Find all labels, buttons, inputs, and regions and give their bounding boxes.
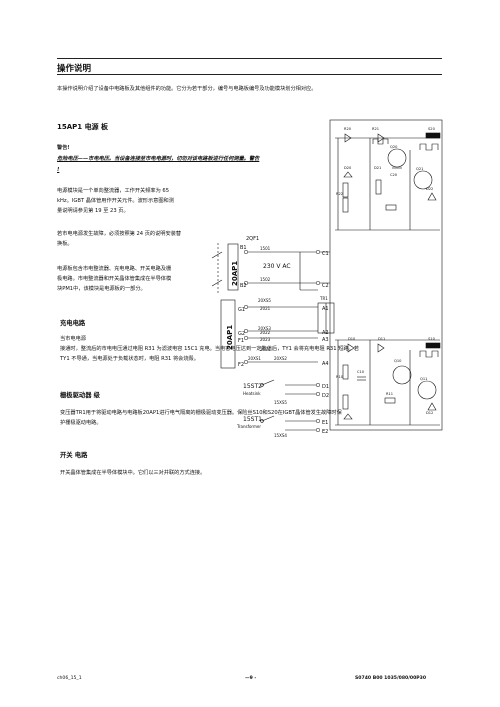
svg-text:S20: S20	[428, 127, 436, 131]
diode-d21	[377, 133, 385, 143]
intro-text: 本操作说明介绍了设备中电路板及其他组件的功能。它分为若干部分，编号与电路板编号及…	[57, 86, 317, 92]
power-para-3: 电源板包含市电整流器、充电电路、开关电路及栅 极电路。市电整流器和开关晶体管集成…	[57, 266, 172, 292]
fuse-s10	[425, 342, 441, 349]
board-20ap1-bottom: 20AP1	[226, 325, 234, 350]
charge-para: 当市电电源 接通时，整流后的市电电压通过电阻 R31 为滤波电容 15C1 充电…	[60, 336, 359, 362]
svg-text:Q10: Q10	[394, 359, 402, 363]
transistor-q20	[387, 148, 407, 168]
pin-d1: D1	[322, 384, 329, 390]
transistor-q21	[413, 170, 433, 190]
wire-1501: 1501	[260, 246, 271, 251]
pin-f1: F1	[238, 338, 244, 344]
power-para-1: 电源模块是一个单向整流器，工作开关频率为 65 kHz。IGBT 晶体管用作开关…	[57, 188, 174, 214]
svg-text:S10: S10	[428, 337, 436, 341]
warning-text-end: !	[57, 167, 60, 173]
breaker-label: 2QF1	[246, 236, 259, 242]
page-number: —9 -	[245, 676, 257, 681]
xs-15xs5: 15XS5	[274, 400, 287, 405]
heatsink-label: Heatsink	[243, 391, 261, 396]
gate-driver-para: 变压器TR1用于将驱动电路与电路板20AP1进行电气隔离的栅极驱动变压器。保险丝…	[60, 410, 342, 426]
svg-text:Q20: Q20	[390, 145, 398, 149]
svg-text:D21: D21	[374, 166, 381, 170]
svg-text:D11: D11	[378, 337, 385, 341]
svg-text:R22: R22	[336, 192, 343, 196]
svg-text:C10: C10	[357, 370, 365, 374]
pin-d2: D2	[322, 393, 329, 399]
wire-2022: 2022	[260, 330, 271, 335]
xs-15xs4: 15XS4	[274, 433, 287, 438]
pin-b1: B1	[240, 245, 247, 251]
wire-2023: 2023	[260, 337, 271, 342]
fuse-s20	[425, 132, 441, 139]
diode-d20	[344, 133, 352, 143]
power-board-outline	[329, 119, 443, 431]
svg-text:D22: D22	[426, 187, 433, 191]
xs-20xs5: 20XS5	[258, 298, 271, 303]
pin-e1: E1	[322, 420, 328, 426]
pin-e2: E2	[322, 429, 328, 435]
diode-d11	[377, 343, 385, 353]
wire-2021: 2021	[260, 306, 271, 311]
board-20ap1-top: 20AP1	[231, 261, 239, 286]
switch-circuit-title: 开关 电路	[60, 452, 88, 459]
title-rule	[57, 74, 442, 75]
page-title: 操作说明	[57, 64, 92, 74]
svg-text:R21: R21	[372, 127, 379, 131]
transistor-q10	[392, 365, 412, 385]
pin-c2: C2	[322, 283, 329, 289]
top-rule	[57, 58, 442, 59]
svg-text:D12: D12	[426, 411, 433, 415]
svg-text:Q21: Q21	[416, 167, 423, 171]
svg-text:C20: C20	[390, 173, 398, 177]
wire-1502: 1502	[260, 277, 271, 282]
resistor-r22	[342, 182, 349, 198]
pin-b2: B2	[240, 283, 247, 289]
warning-text: 危险电压——市电电压。当设备连接至市电电源时，切勿对该电路板进行任何测量。警告	[57, 156, 260, 162]
schematic-diagram: 2QF1 B1 B2 C1 C2 1501 1502 230 V AC 20XS…	[211, 119, 443, 438]
xs-20xs2: 20XS2	[274, 356, 287, 361]
warning-label: 警告!	[57, 145, 70, 151]
pin-a1: A1	[322, 306, 329, 312]
transformer-label: Transformer	[236, 424, 261, 429]
wire-2024: 2024	[260, 347, 271, 352]
xs-20xs1: 20XS1	[248, 356, 261, 361]
pin-g2: G2	[238, 331, 245, 337]
switch-circuit-para: 开关晶体管集成在半导体模块中。它们以三对并联的方式连接。	[60, 470, 206, 476]
pin-c1: C1	[322, 251, 329, 257]
svg-text:Q11: Q11	[420, 377, 427, 381]
power-board-title: 15AP1 电源 板	[57, 123, 109, 131]
pin-a3: A3	[322, 337, 329, 343]
svg-text:R10: R10	[336, 375, 344, 379]
tr1-label: TR1	[319, 296, 328, 301]
diode-d10	[347, 343, 355, 353]
svg-text:R11: R11	[386, 392, 393, 396]
pin-a4: A4	[322, 361, 329, 367]
pin-f2: F2	[238, 362, 244, 368]
xs-20xs3: 20XS3	[258, 326, 271, 331]
power-para-2: 若市电电源发生故障，必须按照第 24 页的说明安装替 换板。	[57, 231, 182, 247]
svg-text:R20: R20	[344, 127, 352, 131]
heatsink-id: 15ST2	[243, 383, 262, 390]
gate-driver-title: 栅极驱动器 级	[60, 392, 100, 399]
footer-doc-id: ch06_15_1	[57, 676, 82, 681]
charge-circuit-title: 充电电路	[60, 320, 86, 327]
pin-a2: A2	[322, 330, 329, 336]
ac-voltage: 230 V AC	[263, 263, 291, 270]
transistor-q11	[417, 380, 437, 400]
transformer-id: 15ST1	[243, 416, 262, 423]
connector-20ap1-top	[227, 243, 239, 291]
svg-text:D10: D10	[348, 337, 356, 341]
connector-20ap1-bottom	[220, 299, 236, 369]
resistor-r11	[342, 364, 349, 380]
footer-ref: S0740 B00 1035/080/00P30	[355, 676, 427, 681]
pin-g1: G1	[238, 307, 245, 313]
svg-text:D20: D20	[344, 166, 352, 170]
